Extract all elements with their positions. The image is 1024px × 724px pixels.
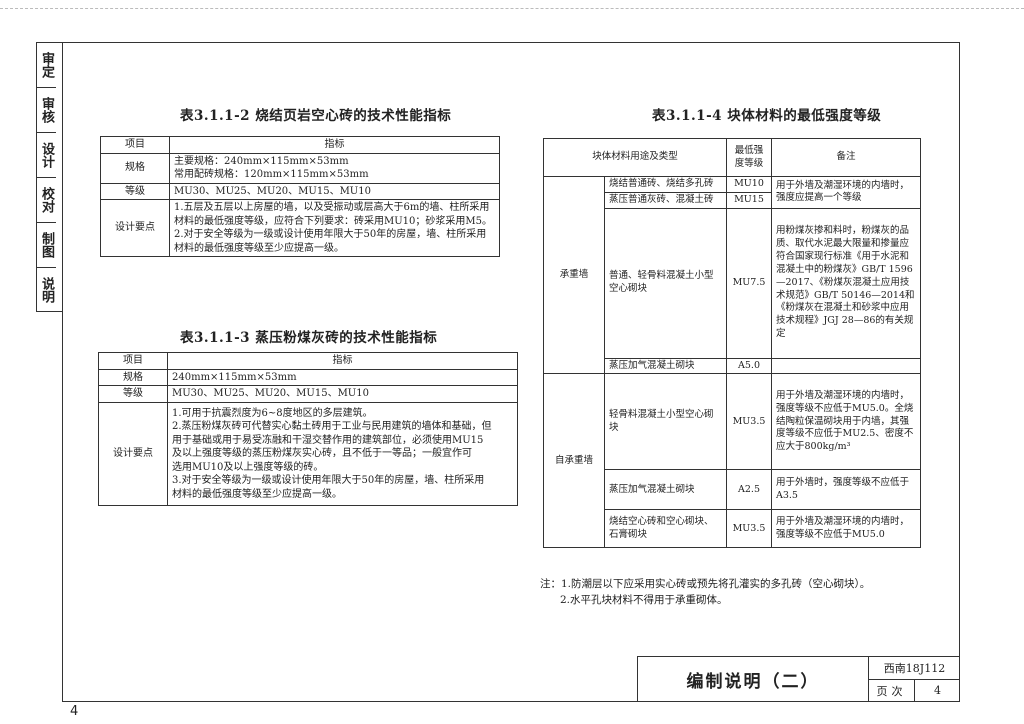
table2-design-line: 材料的最低强度等级至少应提高一级。 — [174, 242, 344, 254]
table2-grade-value: MU30、MU25、MU20、MU15、MU10 — [169, 182, 500, 200]
table4-group-loadbearing: 承重墙 — [543, 175, 605, 375]
table4-title: 表3.1.1-4 块体材料的最低强度等级 — [652, 108, 882, 124]
table3-head-index: 指标 — [167, 352, 518, 370]
table3-design-line: 2.蒸压粉煤灰砖可代替实心黏土砖用于工业与民用建筑的墙体和基础，但 — [172, 421, 492, 432]
table3: 项目 指标 规格 240mm×115mm×53mm 等级 MU30、MU25、M… — [98, 352, 518, 506]
sidebar-cell: 说明 — [39, 276, 54, 303]
table4-cell-type: 蒸压加气混凝土砌块 — [604, 469, 727, 511]
table4-cell-grade: MU7.5 — [726, 207, 772, 359]
table4-cell-type: 普通、轻骨料混凝土小型空心砌块 — [604, 207, 727, 359]
table3-design-line: 选用MU10及以上强度等级的砖。 — [172, 461, 324, 473]
note-line: 2.水平孔块材料不得用于承重砌体。 — [560, 593, 728, 606]
table2-spec-value: 主要规格：240mm×115mm×53mm 常用配砖规格：120mm×115mm… — [169, 152, 500, 184]
table2-head-item: 项目 — [100, 136, 170, 154]
table4-cell-type: 蒸压普通灰砖、混凝土砖 — [604, 191, 727, 209]
table3-design-line: 材料的最低强度等级至少应提高一级。 — [172, 488, 342, 500]
table2-spec-line: 主要规格：240mm×115mm×53mm — [174, 155, 349, 167]
table4-head-note: 备注 — [771, 138, 921, 177]
table3-grade-value: MU30、MU25、MU20、MU15、MU10 — [167, 385, 518, 403]
title-block: 编制说明（二） 西南18J112 页次 4 — [637, 656, 960, 702]
table4-notes: 注：1.防潮层以下应采用实心砖或预先将孔灌实的多孔砖（空心砌块）。 2.水平孔块… — [540, 577, 870, 609]
table4-group-selfbearing: 自承重墙 — [543, 373, 605, 549]
table3-spec-label: 规格 — [98, 368, 168, 386]
table2-design-value: 1.五层及五层以上房屋的墙，以及受振动或层高大于6m的墙、柱所采用 材料的最低强… — [169, 199, 500, 257]
table3-grade-label: 等级 — [98, 385, 168, 403]
table2-head-index: 指标 — [169, 136, 500, 154]
table4-cell-grade: MU3.5 — [726, 373, 772, 471]
table2-grade-label: 等级 — [100, 182, 170, 200]
table3-design-value: 1.可用于抗震烈度为6~8度地区的多层建筑。 2.蒸压粉煤灰砖可代替实心黏土砖用… — [167, 401, 518, 506]
atlas-code: 西南18J112 — [869, 657, 960, 680]
table2-spec-label: 规格 — [100, 152, 170, 184]
table4-cell-grade: MU3.5 — [726, 509, 772, 549]
table4-cell-type: 烧结普通砖、烧结多孔砖 — [604, 176, 727, 193]
table2-spec-line: 常用配砖规格：120mm×115mm×53mm — [174, 169, 369, 180]
table4-cell-type: 蒸压加气混凝土砌块 — [604, 357, 727, 375]
table3-spec-value: 240mm×115mm×53mm — [167, 368, 518, 386]
page-number-cell: 4 — [934, 684, 941, 697]
sidebar-cell: 校对 — [37, 178, 56, 223]
table4-cell-grade: MU15 — [726, 191, 772, 209]
table3-design-line: 3.对于安全等级为一级或设计使用年限大于50年的房屋，墙、柱所采用 — [172, 475, 485, 486]
table4-cell-type: 轻骨料混凝土小型空心砌块 — [604, 373, 727, 471]
table4-cell-grade: MU10 — [726, 176, 772, 193]
top-trim-line — [0, 8, 1024, 9]
table3-title: 表3.1.1-3 蒸压粉煤灰砖的技术性能指标 — [180, 330, 438, 346]
sidebar-cell: 制图 — [37, 223, 56, 268]
table4-cell-note: 用于外墙及潮湿环境的内墙时，强度等级不应低于MU5.0 — [771, 509, 921, 549]
table4-head-grade: 最低强度等级 — [726, 138, 772, 177]
table4: 块体材料用途及类型 最低强度等级 备注 承重墙 烧结普通砖、烧结多孔砖 MU10… — [543, 138, 921, 549]
sidebar-cell: 设计 — [37, 133, 56, 178]
table3-design-line: 及以上强度等级的蒸压粉煤灰实心砖，且不低于一等品；一般宜作可 — [172, 448, 472, 459]
table4-cell-note: 用于外墙时，强度等级不应低于A3.5 — [771, 469, 921, 511]
table4-cell-note: 用粉煤灰掺和料时，粉煤灰的品质、取代水泥最大限量和掺量应符合国家现行标准《用于水… — [771, 207, 921, 359]
table3-design-line: 用于基础或用于易受冻融和干湿交替作用的建筑部位，必须使用MU15 — [172, 434, 484, 446]
note-line: 注：1.防潮层以下应采用实心砖或预先将孔灌实的多孔砖（空心砌块）。 — [540, 578, 871, 590]
drawing-name: 编制说明（二） — [638, 657, 869, 701]
page-label: 页次 — [869, 680, 915, 701]
table4-cell-note — [771, 357, 921, 375]
table4-cell-grade: A2.5 — [726, 469, 772, 511]
table3-design-line: 1.可用于抗震烈度为6~8度地区的多层建筑。 — [172, 407, 373, 419]
signature-strip: 审定 审核 设计 校对 制图 说明 — [36, 42, 62, 312]
table2-design-label: 设计要点 — [100, 199, 170, 257]
drawing-frame — [62, 42, 960, 702]
sidebar-cell: 审核 — [37, 88, 56, 133]
table2-title: 表3.1.1-2 烧结页岩空心砖的技术性能指标 — [180, 108, 452, 124]
table2-design-line: 材料的最低强度等级，应符合下列要求：砖采用MU10；砂浆采用M5。 — [174, 215, 492, 227]
table2-design-line: 1.五层及五层以上房屋的墙，以及受振动或层高大于6m的墙、柱所采用 — [174, 202, 490, 213]
table4-cell-note: 用于外墙及潮湿环境的内墙时，强度等级不应低于MU5.0。全烧结陶粒保温砌块用于内… — [771, 373, 921, 471]
table2-design-line: 2.对于安全等级为一级或设计使用年限大于50年的房屋，墙、柱所采用 — [174, 229, 487, 240]
table3-head-item: 项目 — [98, 352, 168, 370]
table4-cell-grade: A5.0 — [726, 357, 772, 375]
table2: 项目 指标 规格 主要规格：240mm×115mm×53mm 常用配砖规格：12… — [100, 136, 500, 257]
table4-head-type: 块体材料用途及类型 — [543, 138, 727, 177]
table4-cell-type: 烧结空心砖和空心砌块、石膏砌块 — [604, 509, 727, 549]
table4-cell-note: 用于外墙及潮湿环境的内墙时，强度应提高一个等级 — [771, 176, 921, 209]
page-number: 4 — [70, 704, 79, 719]
table3-design-label: 设计要点 — [98, 401, 168, 506]
sidebar-cell: 审定 — [37, 43, 56, 88]
